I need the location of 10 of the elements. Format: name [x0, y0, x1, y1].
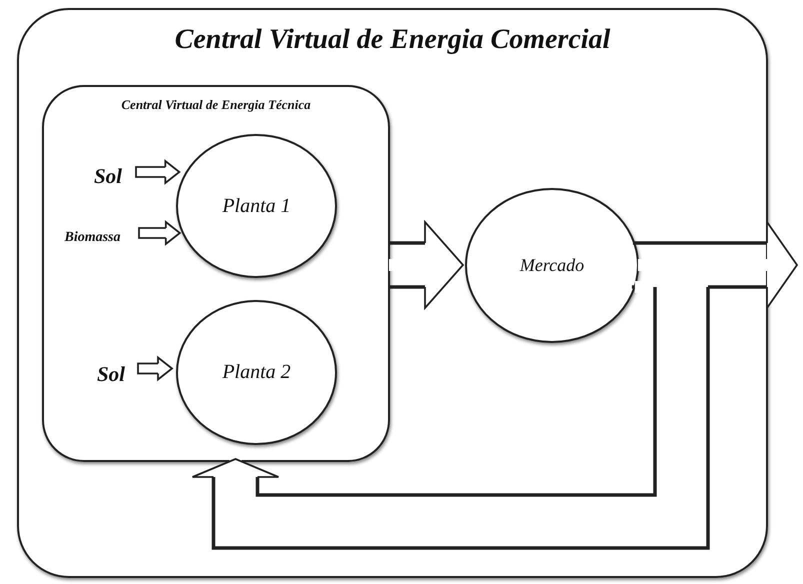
node-label: Planta 1 [222, 194, 291, 218]
input-label: Sol [96, 362, 125, 386]
frame-title: Central Virtual de Energia Comercial [174, 24, 612, 56]
inner-frame [42, 85, 390, 462]
input-label: Sol [94, 164, 122, 188]
frame-title: Central Virtual de Energia Técnica [120, 97, 312, 113]
node-label: Mercado [520, 255, 584, 276]
node-label: Planta 2 [222, 361, 291, 384]
input-label: Biomassa [64, 230, 120, 246]
outer-frame [17, 8, 768, 578]
